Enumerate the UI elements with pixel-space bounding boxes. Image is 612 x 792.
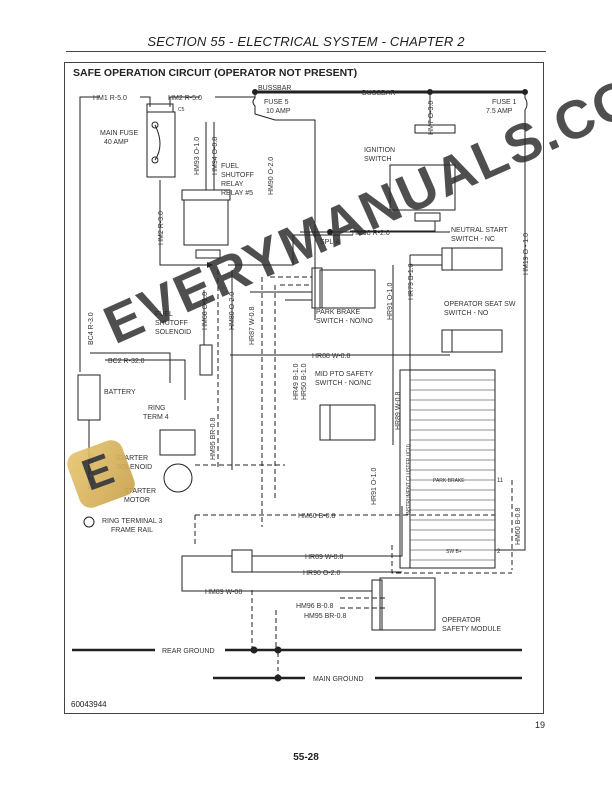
cluster-pin-2: 2 (497, 549, 501, 555)
wire-hm80: HM80 O-2.0 (229, 292, 236, 330)
wire-hm60: HM60 B-0.8 (298, 513, 335, 520)
figure-title: SAFE OPERATION CIRCUIT (OPERATOR NOT PRE… (73, 67, 358, 79)
starter-sol-l1: STARTER (116, 455, 148, 462)
header-rule (66, 51, 546, 52)
wire-hm68: HM68 O-1.0 (202, 292, 209, 330)
neutral-l1: NEUTRAL START (451, 227, 508, 234)
park-l1: PARK BRAKE (316, 309, 361, 316)
bussbar-text: BUSSBAR (362, 90, 395, 97)
figure-code: 60043944 (71, 700, 107, 709)
starter-sol-l2: SOLENOID (116, 464, 152, 471)
wire-hr49: HR49 B-1.0 (293, 363, 300, 400)
wire-bc4: BC4 R-3.0 (88, 312, 95, 345)
park-l2: SWITCH - NO/NO (316, 318, 373, 325)
wire-hr87: HR87 W-0.8 (249, 307, 256, 345)
wire-hm60v: HM60 B-0.8 (515, 508, 522, 545)
wire-hr91: HR91 O-1.0 (387, 283, 394, 320)
wire-hr50: HR50 B-1.0 (301, 363, 308, 400)
wire-hm2a: HM2 R-5.0 (168, 95, 202, 102)
wire-hm2b: HM2 R-3.0 (158, 211, 165, 245)
pto-l2: SWITCH - NO/NC (315, 380, 371, 387)
relay-l2: SHUTOFF (221, 172, 254, 179)
wire-hm1: HM1 R-5.0 (93, 95, 127, 102)
wire-hr89: HR89 W-0.8 (395, 392, 402, 430)
wire-hm95: HM95 BR-0.8 (304, 613, 347, 620)
wire-hm89: HM89 W-08 (205, 589, 242, 596)
starter-motor-l1: STARTER (124, 488, 156, 495)
osm-l1: OPERATOR (442, 617, 481, 624)
rear-ground: REAR GROUND (162, 648, 215, 655)
relay-l4: RELAY #5 (221, 190, 253, 197)
ring4-l1: RING (148, 405, 166, 412)
main-fuse-l2: 40 AMP (104, 139, 129, 146)
cluster-park: PARK BRAKE (433, 478, 465, 484)
page-number: 55-28 (293, 752, 319, 763)
main-ground: MAIN GROUND (313, 676, 364, 683)
osm-l2: SAFETY MODULE (442, 626, 501, 633)
wire-hr90: HR90 O-2.0 (303, 570, 340, 577)
fuse1-l1: FUSE 1 (492, 99, 517, 106)
figure-frame (64, 62, 544, 714)
neutral-l2: SWITCH - NC (451, 236, 495, 243)
cluster-swb: SW B+ (446, 549, 462, 555)
sol-l3: SOLENOID (155, 329, 191, 336)
seat-l2: SWITCH - NO (444, 310, 489, 317)
watermark-badge-letter: E (75, 444, 121, 501)
starter-motor-l2: MOTOR (124, 497, 150, 504)
ignition-l2: SWITCH (364, 156, 392, 163)
wire-hm95v: HM95 BR-0.8 (210, 417, 217, 460)
conn-c5: C5 (178, 107, 185, 113)
pto-l1: MID PTO SAFETY (315, 371, 374, 378)
wire-hr91b: HR91 O-1.0 (371, 468, 378, 505)
wire-hm7: HM7 O-3.0 (428, 101, 435, 135)
wire-hm94: HM94 O-0.8 (212, 137, 219, 175)
fuse1-l2: 7.5 AMP (486, 108, 513, 115)
wire-hm90: HM90 O-2.0 (268, 157, 275, 195)
seat-l1: OPERATOR SEAT SW (444, 301, 516, 308)
wire-hr79: HR79 B-1.0 (408, 263, 415, 300)
bussbar-label: BUSSBAR (258, 85, 291, 92)
sol-l2: SHUTOFF (155, 320, 188, 327)
cluster-pin-11: 11 (497, 478, 504, 484)
battery-label: BATTERY (104, 389, 136, 396)
ring4-l2: TERM 4 (143, 414, 169, 421)
figure-index: 19 (535, 720, 546, 730)
ignition-l1: IGNITION (364, 147, 395, 154)
ring3-l1: RING TERMINAL 3 (102, 518, 162, 525)
relay-l1: FUEL (221, 163, 239, 170)
cluster-label: INSTRUMENT CLUSTER (ICU) (406, 444, 412, 515)
spl-a: SPL-A (320, 239, 341, 246)
wire-hm98: HM98 R-2.0 (352, 230, 390, 237)
relay-l3: RELAY (221, 181, 244, 188)
section-header: SECTION 55 - ELECTRICAL SYSTEM - CHAPTER… (147, 34, 465, 49)
ring3-l2: FRAME RAIL (111, 527, 153, 534)
main-fuse-l1: MAIN FUSE (100, 130, 138, 137)
fuse5-l1: FUSE 5 (264, 99, 289, 106)
fuse5-l2: 10 AMP (266, 108, 291, 115)
wire-bc2: BC2 R-32.0 (108, 358, 145, 365)
wire-hr89b: HR89 W-0.8 (305, 554, 343, 561)
sol-l1: FUEL (155, 311, 173, 318)
wire-hm19: HM19 O - 1.0 (523, 233, 530, 275)
wire-hm93: HM93 O-1.0 (194, 137, 201, 175)
wire-hr88: HR88 W-0.8 (312, 353, 350, 360)
wire-hm96: HM96 B-0.8 (296, 603, 333, 610)
